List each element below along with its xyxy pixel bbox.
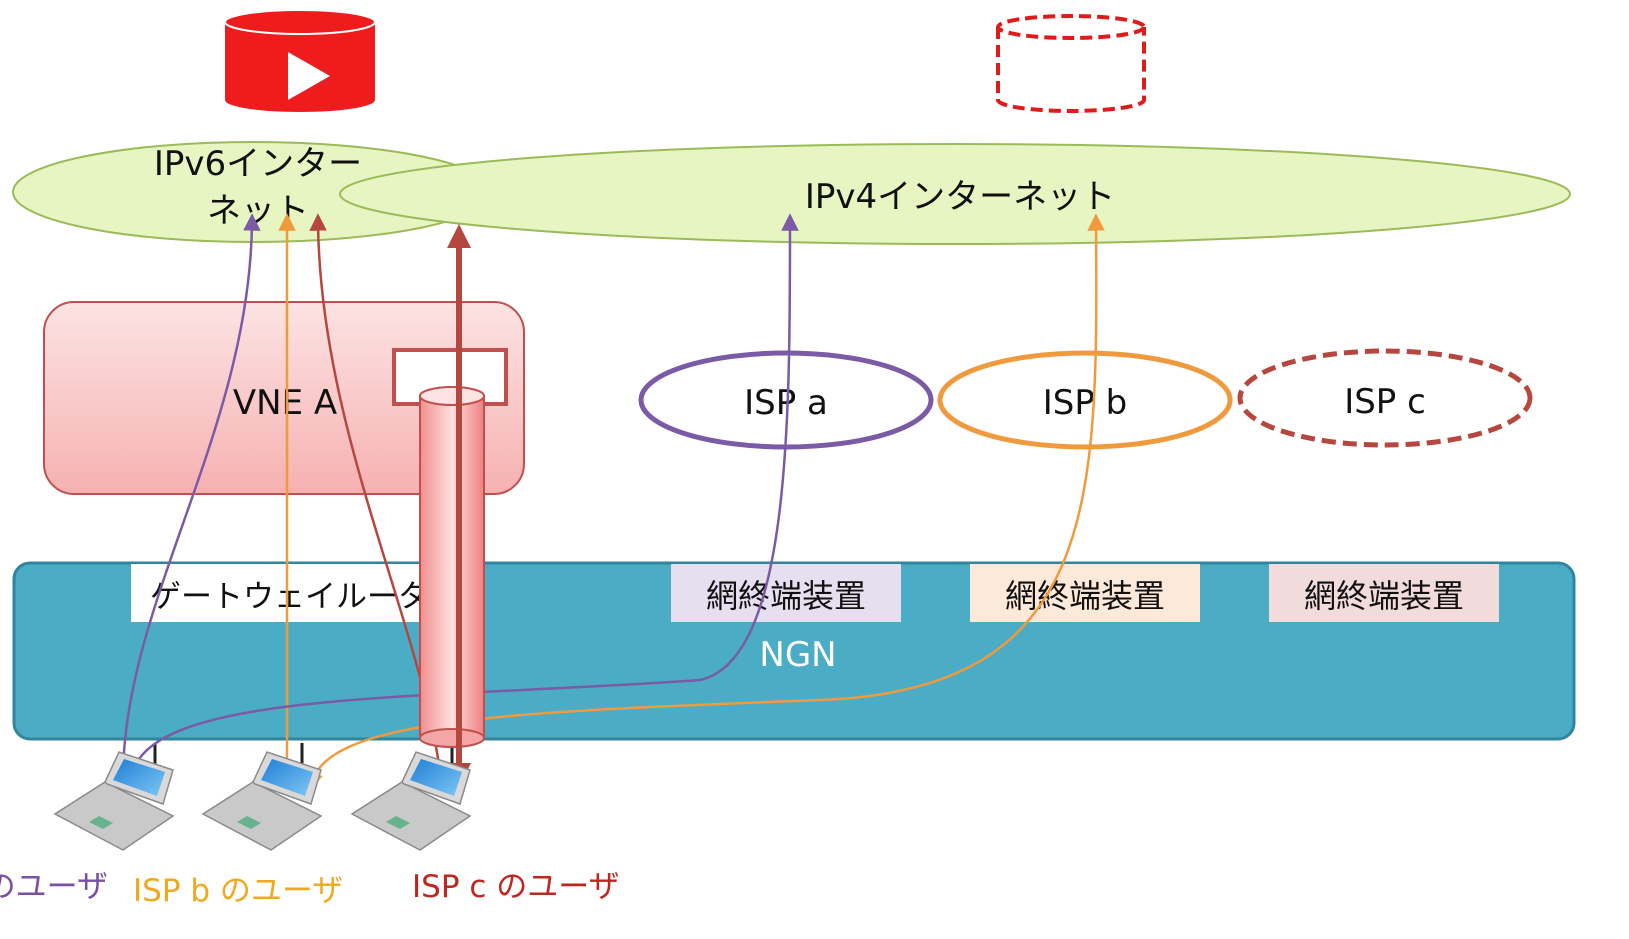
ipv6-label-line2: ネット <box>207 191 309 231</box>
ipv6-content-server-icon <box>224 9 376 112</box>
network-terminal-c <box>1269 564 1499 622</box>
isp-b: ISP b <box>937 350 1233 450</box>
laptop-isp-c-user-icon <box>350 751 472 851</box>
ipv4-label: IPv4インターネット <box>805 177 1115 217</box>
isp-c-user-label: ISP c のユーザ <box>412 869 620 905</box>
ipv4-content-server-icon <box>996 14 1146 113</box>
network-terminal-a-label: 網終端装置 <box>706 577 866 615</box>
isp-c-label: ISP c <box>1344 382 1426 422</box>
laptop-isp-a-user-icon <box>53 751 175 851</box>
isp-a-user-label: ISP a のユーザ <box>0 869 108 905</box>
ipv4-over-ipv6-tunnel <box>419 386 485 748</box>
network-terminal-b-label: 網終端装置 <box>1005 577 1165 615</box>
laptop-isp-b-user-icon <box>201 751 323 851</box>
ipv6-label-line1: IPv6インター <box>154 144 362 184</box>
vne-a-label: VNE A <box>233 383 337 423</box>
play-icon <box>288 52 330 100</box>
ipv4-internet-cloud: IPv4インターネット <box>339 143 1571 245</box>
network-terminal-c-label: 網終端装置 <box>1304 577 1464 615</box>
isp-b-user-label: ISP b のユーザ <box>133 873 343 909</box>
ngn-label: NGN <box>759 635 836 675</box>
isp-b-label: ISP b <box>1043 383 1128 423</box>
ipv4-flow-isp-b <box>306 213 1105 791</box>
gateway-router-label: ゲートウェイルータ <box>150 579 429 615</box>
isp-c: ISP c <box>1237 348 1533 448</box>
